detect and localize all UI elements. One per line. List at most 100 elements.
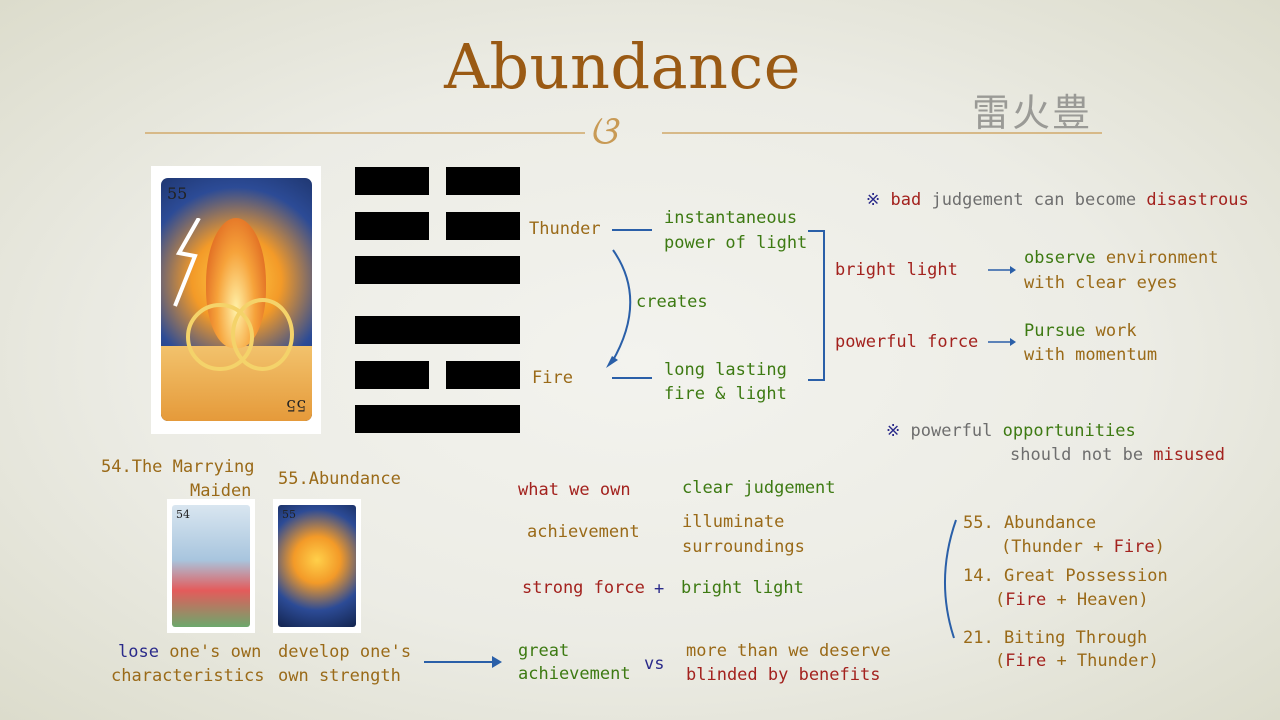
page-title: Abundance: [444, 30, 801, 103]
lose-rest: one's own: [158, 642, 262, 662]
hexagram-line-4: [355, 316, 520, 344]
hexagram-line-6: [355, 405, 520, 433]
prev-hexagram-label-1: 54.The Marrying: [101, 457, 255, 477]
result-environment: environment: [1095, 248, 1219, 268]
result-work: work: [1085, 321, 1137, 341]
clear-judgement: clear judgement: [682, 478, 836, 498]
current-hexagram-label: 55.Abundance: [278, 469, 401, 489]
lightning-icon: [173, 218, 201, 307]
paren-close: ): [1148, 651, 1159, 671]
result-observe: observe: [1024, 248, 1096, 268]
title-rule-right: [662, 132, 1102, 134]
bright-light-item: bright light: [681, 578, 804, 598]
note2-mark-icon: ※: [886, 421, 901, 441]
hexagram-line-5-left: [355, 361, 429, 389]
bracket-right: [808, 230, 825, 381]
paren-close: ): [1138, 590, 1149, 610]
hexagram-line-2-left: [355, 212, 429, 240]
note2-opportunities: opportunities: [1002, 421, 1136, 441]
related-biting-through-formula: (Fire + Thunder): [995, 649, 1159, 673]
related-bracket: [944, 519, 957, 639]
illuminate-line2: surroundings: [682, 537, 805, 557]
trigram-b: Heaven: [1076, 590, 1139, 610]
related-abundance-formula: (Thunder + Fire): [1001, 535, 1165, 559]
note-mark-icon: ※: [866, 190, 881, 210]
lose-characteristics-line2: characteristics: [111, 666, 265, 686]
trigram-thunder-label: Thunder: [529, 219, 601, 239]
paren-open: (: [995, 590, 1006, 610]
hexagram-line-1-right: [446, 167, 520, 195]
arrow-pursue-head: [1010, 338, 1016, 346]
fire-desc-line1: long lasting: [664, 360, 787, 380]
hexagram-line-3: [355, 256, 520, 284]
plus-sign: +: [654, 579, 665, 599]
abundance-small-card-image: 55: [273, 499, 361, 633]
strong-force: strong force: [522, 578, 645, 598]
related-great-possession-formula: (Fire + Heaven): [995, 588, 1149, 612]
card-artwork: 55 55: [161, 178, 312, 421]
arrow-to-comparison-head: [492, 656, 502, 668]
more-than-deserve: more than we deserve: [686, 641, 891, 661]
card-number-55: 55: [282, 508, 296, 521]
aspect-result-1: observe environment: [1024, 246, 1218, 270]
plus: +: [1046, 651, 1077, 671]
aspect-result-2: Pursue work: [1024, 319, 1137, 343]
trigram-b: Thunder: [1076, 651, 1149, 671]
note-disastrous: disastrous: [1146, 190, 1249, 210]
card-number-54: 54: [176, 508, 190, 521]
paren-close: ): [1154, 537, 1165, 557]
note2-should-not: should not be: [1010, 445, 1154, 465]
related-great-possession-title: 14. Great Possession: [963, 566, 1168, 586]
title-rule-left: [145, 132, 585, 134]
related-biting-through-title: 21. Biting Through: [963, 628, 1148, 648]
note-bad: bad: [890, 190, 922, 210]
result-pursue: Pursue: [1024, 321, 1086, 341]
relation-label: creates: [636, 292, 708, 312]
trigram-a: Fire: [1005, 651, 1047, 671]
paren-open: (: [1001, 537, 1012, 557]
aspect-result-1-line2: with clear eyes: [1024, 273, 1178, 293]
hexagram-line-2-right: [446, 212, 520, 240]
creates-arrow: [611, 249, 632, 363]
note-mid: judgement can become: [921, 190, 1147, 210]
great-achievement-line1: great: [518, 641, 570, 661]
note-bad-judgement: ※ bad judgement can become disastrous: [866, 188, 1249, 212]
ornament-icon: ଓ: [589, 108, 617, 154]
note2-powerful: powerful: [910, 421, 993, 441]
note-opportunities-line2: should not be misused: [1010, 443, 1225, 467]
blinded-by-benefits: blinded by benefits: [686, 665, 881, 685]
develop-strength-line2: own strength: [278, 666, 401, 686]
aspect-bright-light: bright light: [835, 260, 958, 280]
marrying-maiden-card-image: 54: [167, 499, 255, 633]
what-we-own: what we own: [518, 480, 631, 500]
aspect-powerful-force: powerful force: [835, 332, 979, 352]
lose-word: lose: [118, 642, 159, 662]
related-abundance-title: 55. Abundance: [963, 513, 1097, 533]
versus-label: vs: [644, 654, 665, 674]
trigram-a: Thunder: [1011, 537, 1083, 557]
prev-hexagram-label-2: Maiden: [190, 481, 252, 501]
creates-arrowhead: [606, 356, 618, 368]
fire-desc-line2: fire & light: [664, 384, 787, 404]
illuminate-line1: illuminate: [682, 512, 785, 532]
hexagram-line-5-right: [446, 361, 520, 389]
hexagram-line-1-left: [355, 167, 429, 195]
card-artwork-55: 55: [278, 505, 356, 627]
abundance-card-image: 55 55: [151, 166, 321, 434]
lose-characteristics-line1: lose one's own: [118, 640, 261, 664]
paren-open: (: [995, 651, 1006, 671]
thunder-desc-line1: instantaneous: [664, 208, 798, 228]
hexagram-kanji: 雷火豊: [972, 91, 1093, 135]
ring-icon-2: [231, 298, 294, 371]
aspect-result-2-line2: with momentum: [1024, 345, 1158, 365]
note2-misused: misused: [1153, 445, 1225, 465]
trigram-a: Fire: [1005, 590, 1047, 610]
thunder-desc-line2: power of light: [664, 233, 808, 253]
note-opportunities: ※ powerful opportunities: [886, 419, 1136, 443]
card-number: 55: [167, 184, 188, 203]
plus: +: [1046, 590, 1077, 610]
achievement-label: achievement: [527, 522, 640, 542]
trigram-fire-label: Fire: [532, 368, 573, 388]
